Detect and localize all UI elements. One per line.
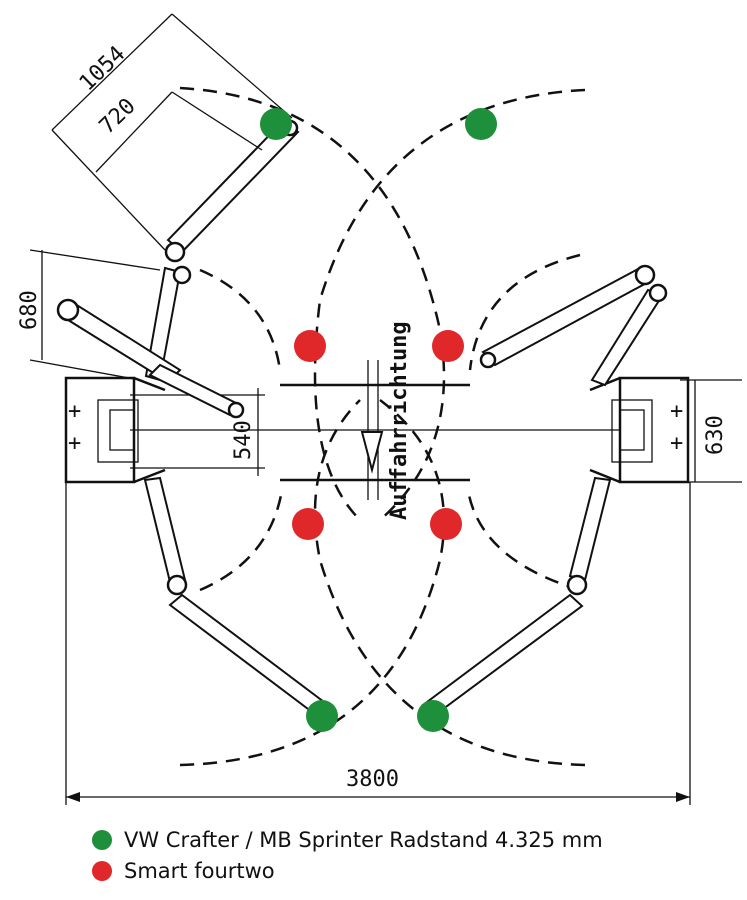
legend-item-smart: Smart fourtwo bbox=[92, 856, 732, 886]
dimension-lines bbox=[29, 13, 742, 805]
svg-text:+: + bbox=[68, 431, 81, 456]
green-marker bbox=[260, 108, 292, 140]
legend-item-crafter: VW Crafter / MB Sprinter Radstand 4.325 … bbox=[92, 825, 732, 855]
red-marker bbox=[430, 508, 462, 540]
svg-text:+: + bbox=[670, 431, 683, 456]
green-marker bbox=[417, 700, 449, 732]
red-marker bbox=[432, 330, 464, 362]
dim-arm-max: 1054 bbox=[75, 42, 130, 97]
lift-arms bbox=[56, 118, 668, 719]
svg-text:+: + bbox=[670, 399, 683, 424]
dim-arm-offset: 680 bbox=[17, 290, 42, 330]
green-marker bbox=[465, 108, 497, 140]
green-marker bbox=[306, 700, 338, 732]
legend-label: Smart fourtwo bbox=[124, 859, 275, 883]
vehicle-markers bbox=[260, 108, 497, 732]
dim-inner-width: 540 bbox=[231, 420, 256, 460]
dim-overall-width: 3800 bbox=[346, 767, 399, 792]
svg-text:+: + bbox=[68, 399, 81, 424]
direction-label: Auffahrrichtung bbox=[387, 321, 412, 520]
dim-column-width: 630 bbox=[703, 415, 728, 455]
direction-arrow bbox=[360, 360, 384, 500]
red-dot-icon bbox=[92, 861, 112, 881]
red-marker bbox=[292, 508, 324, 540]
center-frame bbox=[130, 383, 620, 482]
legend-label: VW Crafter / MB Sprinter Radstand 4.325 … bbox=[124, 828, 603, 852]
red-marker bbox=[294, 330, 326, 362]
green-dot-icon bbox=[92, 830, 112, 850]
right-column-base: + + bbox=[589, 376, 690, 484]
